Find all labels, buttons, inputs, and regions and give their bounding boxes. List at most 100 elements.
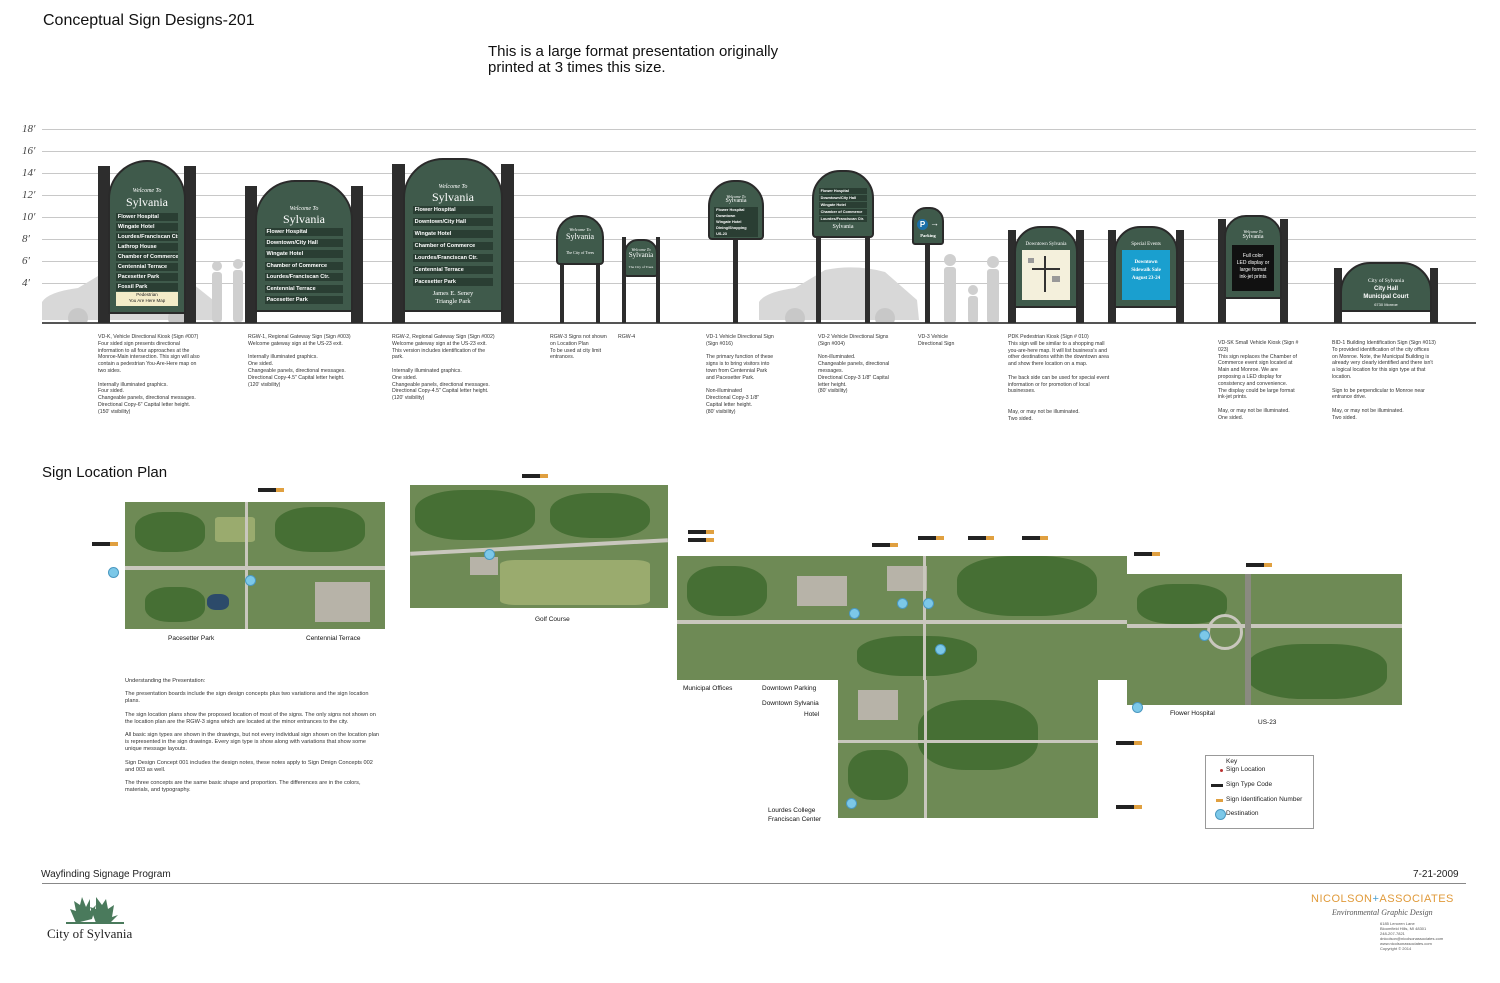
- sign-item: Lathrop House: [115, 243, 179, 251]
- aerial-map-downtown: [677, 556, 1127, 680]
- sign-special-events: Special Events Downtown Sidewalk Sale Au…: [1108, 226, 1184, 323]
- sign-vd1: Welcome To Sylvania Flower Hospital Down…: [708, 180, 764, 323]
- led-line: ink-jet prints: [1239, 274, 1267, 280]
- destination-marker: [1199, 630, 1210, 641]
- contact-line: 6185 Lenoren Lane: [1380, 921, 1415, 926]
- contact-line: Copyright © 2014: [1380, 946, 1412, 951]
- sign-caption: RGW-3 Signs not shown on Location Plan T…: [550, 334, 607, 361]
- sign-caption: VD-3 Vehicle Directional Sign: [918, 334, 955, 347]
- event-line: Sidewalk Sale: [1131, 268, 1161, 273]
- sign-city-name: Sylvania: [1242, 234, 1264, 240]
- arrow-right-icon: →: [930, 218, 939, 228]
- sign-item: Wingate Hotel: [412, 230, 494, 238]
- destination-marker: [846, 798, 857, 809]
- sign-welcome: Welcome To: [1243, 229, 1263, 234]
- sign-pdk: Downtown Sylvania: [1008, 226, 1084, 323]
- sign-item: Downtown/City Hall: [264, 239, 344, 247]
- event-line: August 23-24: [1131, 276, 1161, 281]
- sign-code-tag: [1246, 563, 1272, 567]
- sign-rgw3: Welcome To Sylvania The City of Trees: [556, 215, 604, 323]
- map-label: Golf Course: [535, 616, 570, 623]
- destination-marker: [1132, 702, 1143, 713]
- map-label: Hotel: [804, 711, 820, 718]
- sign-caption: BID-1 Building Identification Sign (Sign…: [1332, 340, 1436, 421]
- sign-item: Wingate Hotel: [264, 250, 344, 258]
- aerial-map-golf: [410, 485, 668, 608]
- sign-line: Municipal Court: [1363, 294, 1409, 300]
- sign-welcome: Welcome To: [726, 194, 746, 199]
- firm-contact: 6185 Lenoren Lane Bloomfield Hills, MI 4…: [1380, 921, 1443, 951]
- sign-item: Chamber of Commerce: [412, 242, 494, 250]
- key-title: Key: [1226, 758, 1238, 765]
- sign-item: Fossil Park: [115, 283, 179, 291]
- sign-code-tag: [522, 474, 548, 478]
- sign-city-name: Sylvania: [432, 190, 474, 204]
- sign-rgw1: Welcome To Sylvania Flower Hospital Down…: [245, 180, 363, 323]
- panel-line: Pedestrian: [136, 292, 158, 297]
- understanding-notes: Understanding the Presentation: The pres…: [125, 678, 380, 794]
- map-label: Pacesetter Park: [168, 635, 215, 642]
- city-name: City of Sylvania: [47, 926, 133, 941]
- sign-code-tag: [688, 538, 714, 542]
- scale-label: 16′: [22, 145, 36, 157]
- sign-footer: Triangle Park: [435, 298, 471, 305]
- map-label: Downtown Sylvania: [762, 700, 819, 707]
- map-label: Lourdes College: [768, 807, 816, 814]
- contact-line: 248-207-7821: [1380, 931, 1405, 936]
- sign-label: Parking: [920, 233, 936, 238]
- sign-item: Flower Hospital: [412, 206, 494, 214]
- contact-line: dnicolson@nicolsonassociates.com: [1380, 936, 1444, 941]
- scale-label: 14′: [22, 167, 36, 179]
- car-silhouette-icon: [759, 267, 919, 324]
- sign-caption: VD-1 Vehicle Directional Sign (Sign #016…: [706, 334, 774, 415]
- sign-code-tag: [1116, 805, 1142, 809]
- sign-item: US-23: [714, 231, 758, 237]
- sign-code-tag: [1134, 552, 1160, 556]
- sign-code-tag: [258, 488, 284, 492]
- key-row: Sign Type Code: [1226, 781, 1273, 788]
- map-label: Flower Hospital: [1170, 710, 1215, 717]
- sign-welcome: Welcome To: [438, 184, 468, 190]
- format-note-line2: printed at 3 times this size.: [488, 59, 666, 76]
- sign-code-tag: [918, 536, 944, 540]
- contact-line: www.nicolsonassociates.com: [1380, 941, 1432, 946]
- sign-item: Flower Hospital: [115, 213, 179, 221]
- firm-name-part: ASSOCIATES: [1379, 893, 1454, 905]
- sign-caption: RGW-1, Regional Gateway Sign (Sign #003)…: [248, 334, 351, 388]
- sign-rgw4: Welcome To Sylvania The City of Trees: [620, 237, 662, 323]
- notes-paragraph: The three concepts are the same basic sh…: [125, 780, 361, 794]
- map-label: Centennial Terrace: [306, 635, 361, 642]
- led-line: Full color: [1242, 253, 1264, 259]
- event-poster: Downtown Sidewalk Sale August 23-24: [1122, 250, 1170, 300]
- firm-plus: +: [1372, 893, 1380, 905]
- firm-logo: NICOLSON+ASSOCIATES: [1311, 893, 1454, 905]
- ground-line: [42, 322, 1476, 324]
- sign-code-tag: [688, 530, 714, 534]
- destination-marker: [935, 644, 946, 655]
- sign-caption: RGW-2, Regional Gateway Sign (Sign #002)…: [392, 334, 495, 402]
- sign-item: Centennial Terrace: [115, 263, 179, 271]
- sign-item: Lourdes/Franciscan Ctr.: [412, 254, 494, 262]
- sign-caption: RGW-4: [618, 334, 636, 340]
- program-name: Wayfinding Signage Program: [41, 869, 171, 880]
- footer-divider: [42, 883, 1466, 884]
- sign-caption: PDK Pedestrian Kiosk (Sign # 010) This s…: [1008, 334, 1110, 422]
- sign-item: Dining/Shopping: [714, 225, 758, 231]
- sign-type-code-icon: [1211, 784, 1223, 787]
- section-title: Sign Location Plan: [42, 464, 168, 481]
- sign-item: Chamber of Commerce: [264, 262, 344, 270]
- led-display: Full color LED display or large format i…: [1232, 245, 1274, 291]
- destination-marker: [108, 567, 119, 578]
- sign-id-number-icon: [1216, 799, 1223, 802]
- sign-item: Downtown/City Hall: [412, 218, 494, 226]
- event-line: Downtown: [1134, 260, 1158, 265]
- sign-vd2: Flower Hospital Downtown/City Hall Winga…: [812, 170, 874, 323]
- sign-item: Centennial Terrace: [264, 285, 344, 293]
- sign-vd3: P → Parking: [912, 207, 944, 323]
- sign-item: Flower Hospital: [264, 228, 344, 236]
- sign-item: Chamber of Commerce: [115, 253, 179, 261]
- destination-marker: [897, 598, 908, 609]
- sign-item: Pacesetter Park: [264, 296, 344, 304]
- city-logo-leaves-icon: [66, 897, 124, 924]
- sign-code-tag: [1116, 741, 1142, 745]
